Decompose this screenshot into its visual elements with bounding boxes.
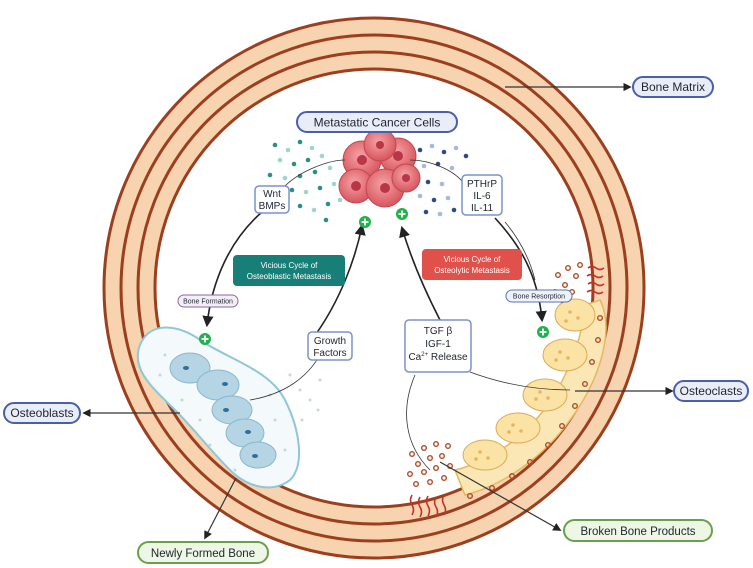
cycle-arrows	[202, 211, 547, 335]
bone-matrix-label: Bone Matrix	[632, 76, 714, 98]
svg-text:Newly Formed Bone: Newly Formed Bone	[151, 548, 255, 560]
svg-text:Vicious Cycle of: Vicious Cycle of	[261, 261, 319, 270]
svg-text:IL-6: IL-6	[473, 191, 491, 202]
svg-text:Factors: Factors	[313, 348, 346, 359]
svg-text:TGF β: TGF β	[424, 326, 453, 337]
osteoclasts-label: Osteoclasts	[673, 380, 749, 402]
bone-product-dots	[407, 262, 604, 500]
svg-text:Wnt: Wnt	[263, 189, 281, 200]
teal-factor-dots	[267, 139, 343, 223]
svg-text:Bone Resorption: Bone Resorption	[513, 294, 565, 301]
plus-circle-icon	[537, 326, 549, 338]
tgf-box: TGF β IGF-1 Ca2+ Release	[404, 319, 472, 373]
bone-resorption-label: Bone Resorption	[505, 289, 573, 303]
svg-text:PTHrP: PTHrP	[467, 179, 497, 190]
svg-text:Broken Bone Products: Broken Bone Products	[580, 526, 695, 538]
broken-bone-products-label: Broken Bone Products	[563, 519, 713, 542]
osteoblastic-cycle-badge: Vicious Cycle of Osteoblastic Metastasis	[233, 255, 345, 286]
resorption-pits	[409, 265, 605, 518]
osteoclast-cells	[453, 298, 607, 496]
navy-factor-dots	[417, 143, 469, 217]
metastatic-cells-label: Metastatic Cancer Cells	[296, 111, 458, 133]
svg-text:Osteolytic Metastasis: Osteolytic Metastasis	[434, 266, 510, 275]
metastatic-cancer-cells	[338, 128, 421, 208]
pointer-lines	[82, 82, 674, 540]
pthrp-box: PTHrP IL-6 IL-11	[461, 174, 503, 216]
osteolytic-cycle-badge: Vicious Cycle of Osteolytic Metastasis	[422, 249, 522, 280]
svg-text:Bone Matrix: Bone Matrix	[641, 80, 705, 94]
svg-text:Bone Formation: Bone Formation	[183, 299, 233, 306]
svg-text:Metastatic Cancer Cells: Metastatic Cancer Cells	[314, 116, 441, 130]
plus-circle-icon	[396, 208, 408, 220]
svg-text:Osteoblastic Metastasis: Osteoblastic Metastasis	[247, 272, 331, 281]
svg-text:Vicious Cycle of: Vicious Cycle of	[444, 255, 502, 264]
svg-text:IL-11: IL-11	[471, 203, 493, 214]
plus-circle-icon	[359, 216, 371, 228]
ca-release-text: Ca2+ Release	[408, 352, 468, 363]
svg-text:BMPs: BMPs	[259, 201, 286, 212]
newly-formed-bone-label: Newly Formed Bone	[137, 541, 269, 564]
bone-matrix-rings	[102, 16, 646, 560]
svg-text:Growth: Growth	[314, 336, 346, 347]
svg-text:Osteoclasts: Osteoclasts	[680, 384, 743, 398]
osteoblasts-label: Osteoblasts	[3, 402, 81, 424]
bone-formation-label: Bone Formation	[177, 294, 239, 308]
svg-text:IGF-1: IGF-1	[425, 339, 451, 350]
plus-circle-icon	[199, 333, 211, 345]
wnt-bmps-box: Wnt BMPs	[254, 185, 290, 214]
svg-text:Osteoblasts: Osteoblasts	[10, 406, 73, 420]
newly-formed-bone	[136, 326, 322, 489]
growth-factors-box: Growth Factors	[307, 331, 353, 361]
